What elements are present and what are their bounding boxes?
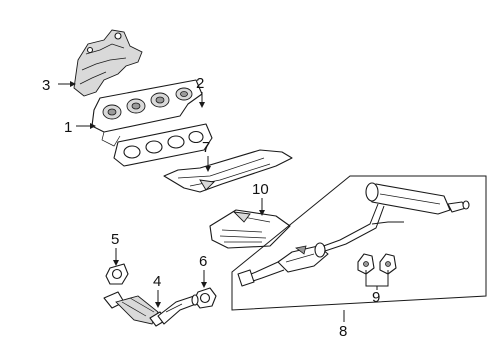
callout-9: 9 (372, 289, 380, 306)
callout-5: 5 (111, 231, 119, 248)
exhaust-manifold (91, 79, 203, 147)
catalytic-converter (103, 291, 167, 327)
callout-8: 8 (339, 323, 347, 340)
manifold-gasket (113, 123, 213, 167)
exhaust-heat-shield-front (163, 149, 293, 193)
callout-1: 1 (64, 119, 72, 136)
leader-lines (58, 81, 389, 322)
callout-7: 7 (202, 139, 210, 156)
exhaust-heat-shield-rear (209, 209, 291, 249)
callout-10: 10 (252, 181, 269, 198)
callout-6: 6 (199, 253, 207, 270)
front-exhaust-pipe (157, 294, 199, 325)
callout-4: 4 (153, 273, 161, 290)
manifold-heat-shield (73, 29, 143, 97)
intermediate-pipe (317, 203, 404, 253)
flange-gasket (105, 263, 129, 285)
resonator (237, 242, 329, 287)
rear-muffler (365, 182, 470, 215)
callout-3: 3 (42, 77, 50, 94)
callout-2: 2 (196, 75, 204, 92)
muffler-assembly-box (231, 175, 487, 311)
exhaust-hangers (357, 253, 397, 275)
